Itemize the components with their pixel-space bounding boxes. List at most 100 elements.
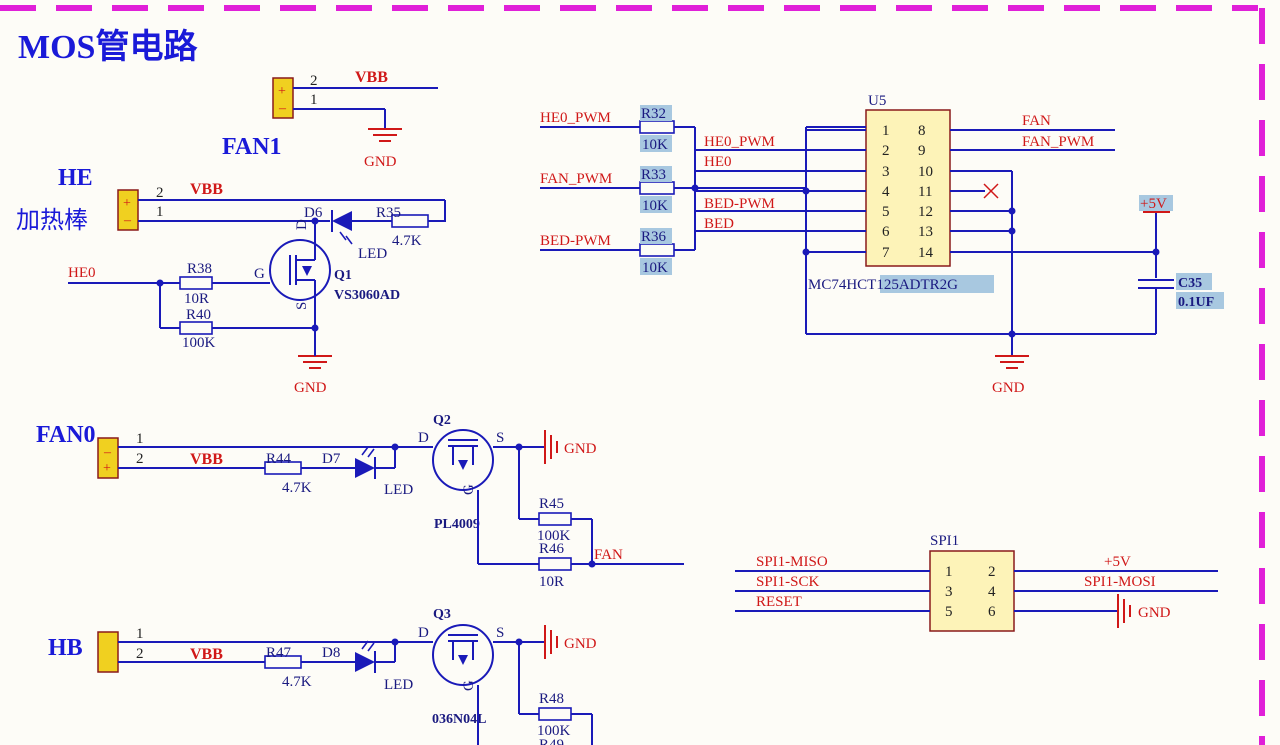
r36-resistor [639,243,675,257]
spi1-gnd-label: GND [1138,605,1171,621]
r49-label: R49 [539,737,564,745]
r40-resistor [179,321,213,335]
r32-label: R32 [641,106,666,122]
u5-pin-8: 8 [918,123,926,139]
fan0-vbb-label: VBB [190,451,223,468]
r33-label: R33 [641,167,666,183]
c35-value: 0.1UF [1178,295,1214,310]
fan0-connector[interactable]: – + [97,437,119,479]
r33-resistor [639,181,675,195]
r46-label: R46 [539,541,565,557]
u5-fan-net: FAN [1022,113,1051,129]
svg-text:–: – [123,213,132,228]
q1-ref: Q1 [334,268,352,283]
q3-gnd-label: GND [564,636,597,652]
spi1-pin-2: 2 [988,564,996,580]
d6-led-label: LED [358,246,387,262]
q2-d-pin: D [418,430,429,446]
r47-label: R47 [266,645,292,661]
spi1-pin-6: 6 [988,604,996,620]
input-net-fan_pwm: FAN_PWM [540,171,612,187]
q2-s-pin: S [496,430,504,446]
d8-led [355,640,376,673]
q2-part: PL4009 [434,517,480,532]
c35-ref: C35 [1178,276,1202,291]
he-pin1: 1 [156,204,164,220]
u5-net-he0_pwm: HE0_PWM [704,134,775,150]
spi1-pin-3: 3 [945,584,953,600]
q3-mosfet [432,624,494,686]
he-cn-label: 加热棒 [16,206,88,234]
fan1-gnd-symbol [368,128,402,142]
q3-g-pin: G [461,680,477,691]
fan0-pin1: 1 [136,431,144,447]
q1-mosfet [269,221,331,301]
u5-pin-13: 13 [918,224,933,240]
u5-gnd-symbol [995,355,1029,369]
spi1-net-spi1-miso: SPI1-MISO [756,554,828,570]
q1-g-pin: G [254,266,265,282]
d7-label: D7 [322,451,341,467]
r45-value: 100K [537,528,571,544]
spi1-pin-1: 1 [945,564,953,580]
d8-led-label: LED [384,677,413,693]
r48-label: R48 [539,691,564,707]
u5-pin-14: 14 [918,245,934,261]
u5-pin-3: 3 [882,164,890,180]
r32-value: 10K [642,137,668,153]
fan0-name: FAN0 [36,422,96,448]
svg-text:–: – [278,101,287,116]
fan1-pin1: 1 [310,92,318,108]
r40-label: R40 [186,307,211,323]
u5-net-he0: HE0 [704,154,732,170]
fan1-name: FAN1 [222,134,282,160]
r48-resistor [538,707,572,721]
r45-label: R45 [539,496,564,512]
hb-pin2: 2 [136,646,144,662]
u5-pin-4: 4 [882,184,890,200]
u5-pin-5: 5 [882,204,890,220]
spi1-gnd-symbol [1117,594,1131,628]
q2-g-pin: G [461,484,477,495]
d7-led [355,446,376,479]
r38-value: 10R [184,291,209,307]
r38-label: R38 [187,261,212,277]
svg-text:–: – [103,445,112,460]
u5-pin-10: 10 [918,164,933,180]
u5-vcc-label: +5V [1140,196,1167,212]
q1-d-pin: D [294,219,310,230]
q2-mosfet [432,429,494,491]
u5-pin-9: 9 [918,143,926,159]
u5-pin-1: 1 [882,123,890,139]
u5-fanpwm-net: FAN_PWM [1022,134,1094,150]
u5-pin-6: 6 [882,224,890,240]
q3-d-pin: D [418,625,429,641]
u5-pin-2: 2 [882,143,890,159]
input-net-bed-pwm: BED-PWM [540,233,611,249]
r35-value: 4.7K [392,233,422,249]
he-pin2: 2 [156,185,164,201]
q3-gnd-symbol [544,625,558,659]
he-vbb-label: VBB [190,181,223,198]
q1-part: VS3060AD [334,288,400,303]
u5-net-bed-pwm: BED-PWM [704,196,775,212]
r35-label: R35 [376,205,401,221]
r44-label: R44 [266,451,292,467]
r46-resistor [538,557,572,571]
fan1-connector[interactable]: + – [272,77,294,119]
u5-ref: U5 [868,93,886,109]
he-connector[interactable]: + – [117,189,139,231]
hb-connector[interactable] [97,631,119,673]
spi1-net-reset: RESET [756,594,802,610]
q3-s-pin: S [496,625,504,641]
he-name: HE [58,165,93,191]
fan1-vbb-label: VBB [355,69,388,86]
spi1-pin-5: 5 [945,604,953,620]
q1-s-pin: S [294,302,310,310]
r32-resistor [639,120,675,134]
d6-label: D6 [304,205,323,221]
spi1-pin-4: 4 [988,584,996,600]
svg-text:+: + [103,461,111,476]
r36-label: R36 [641,229,667,245]
